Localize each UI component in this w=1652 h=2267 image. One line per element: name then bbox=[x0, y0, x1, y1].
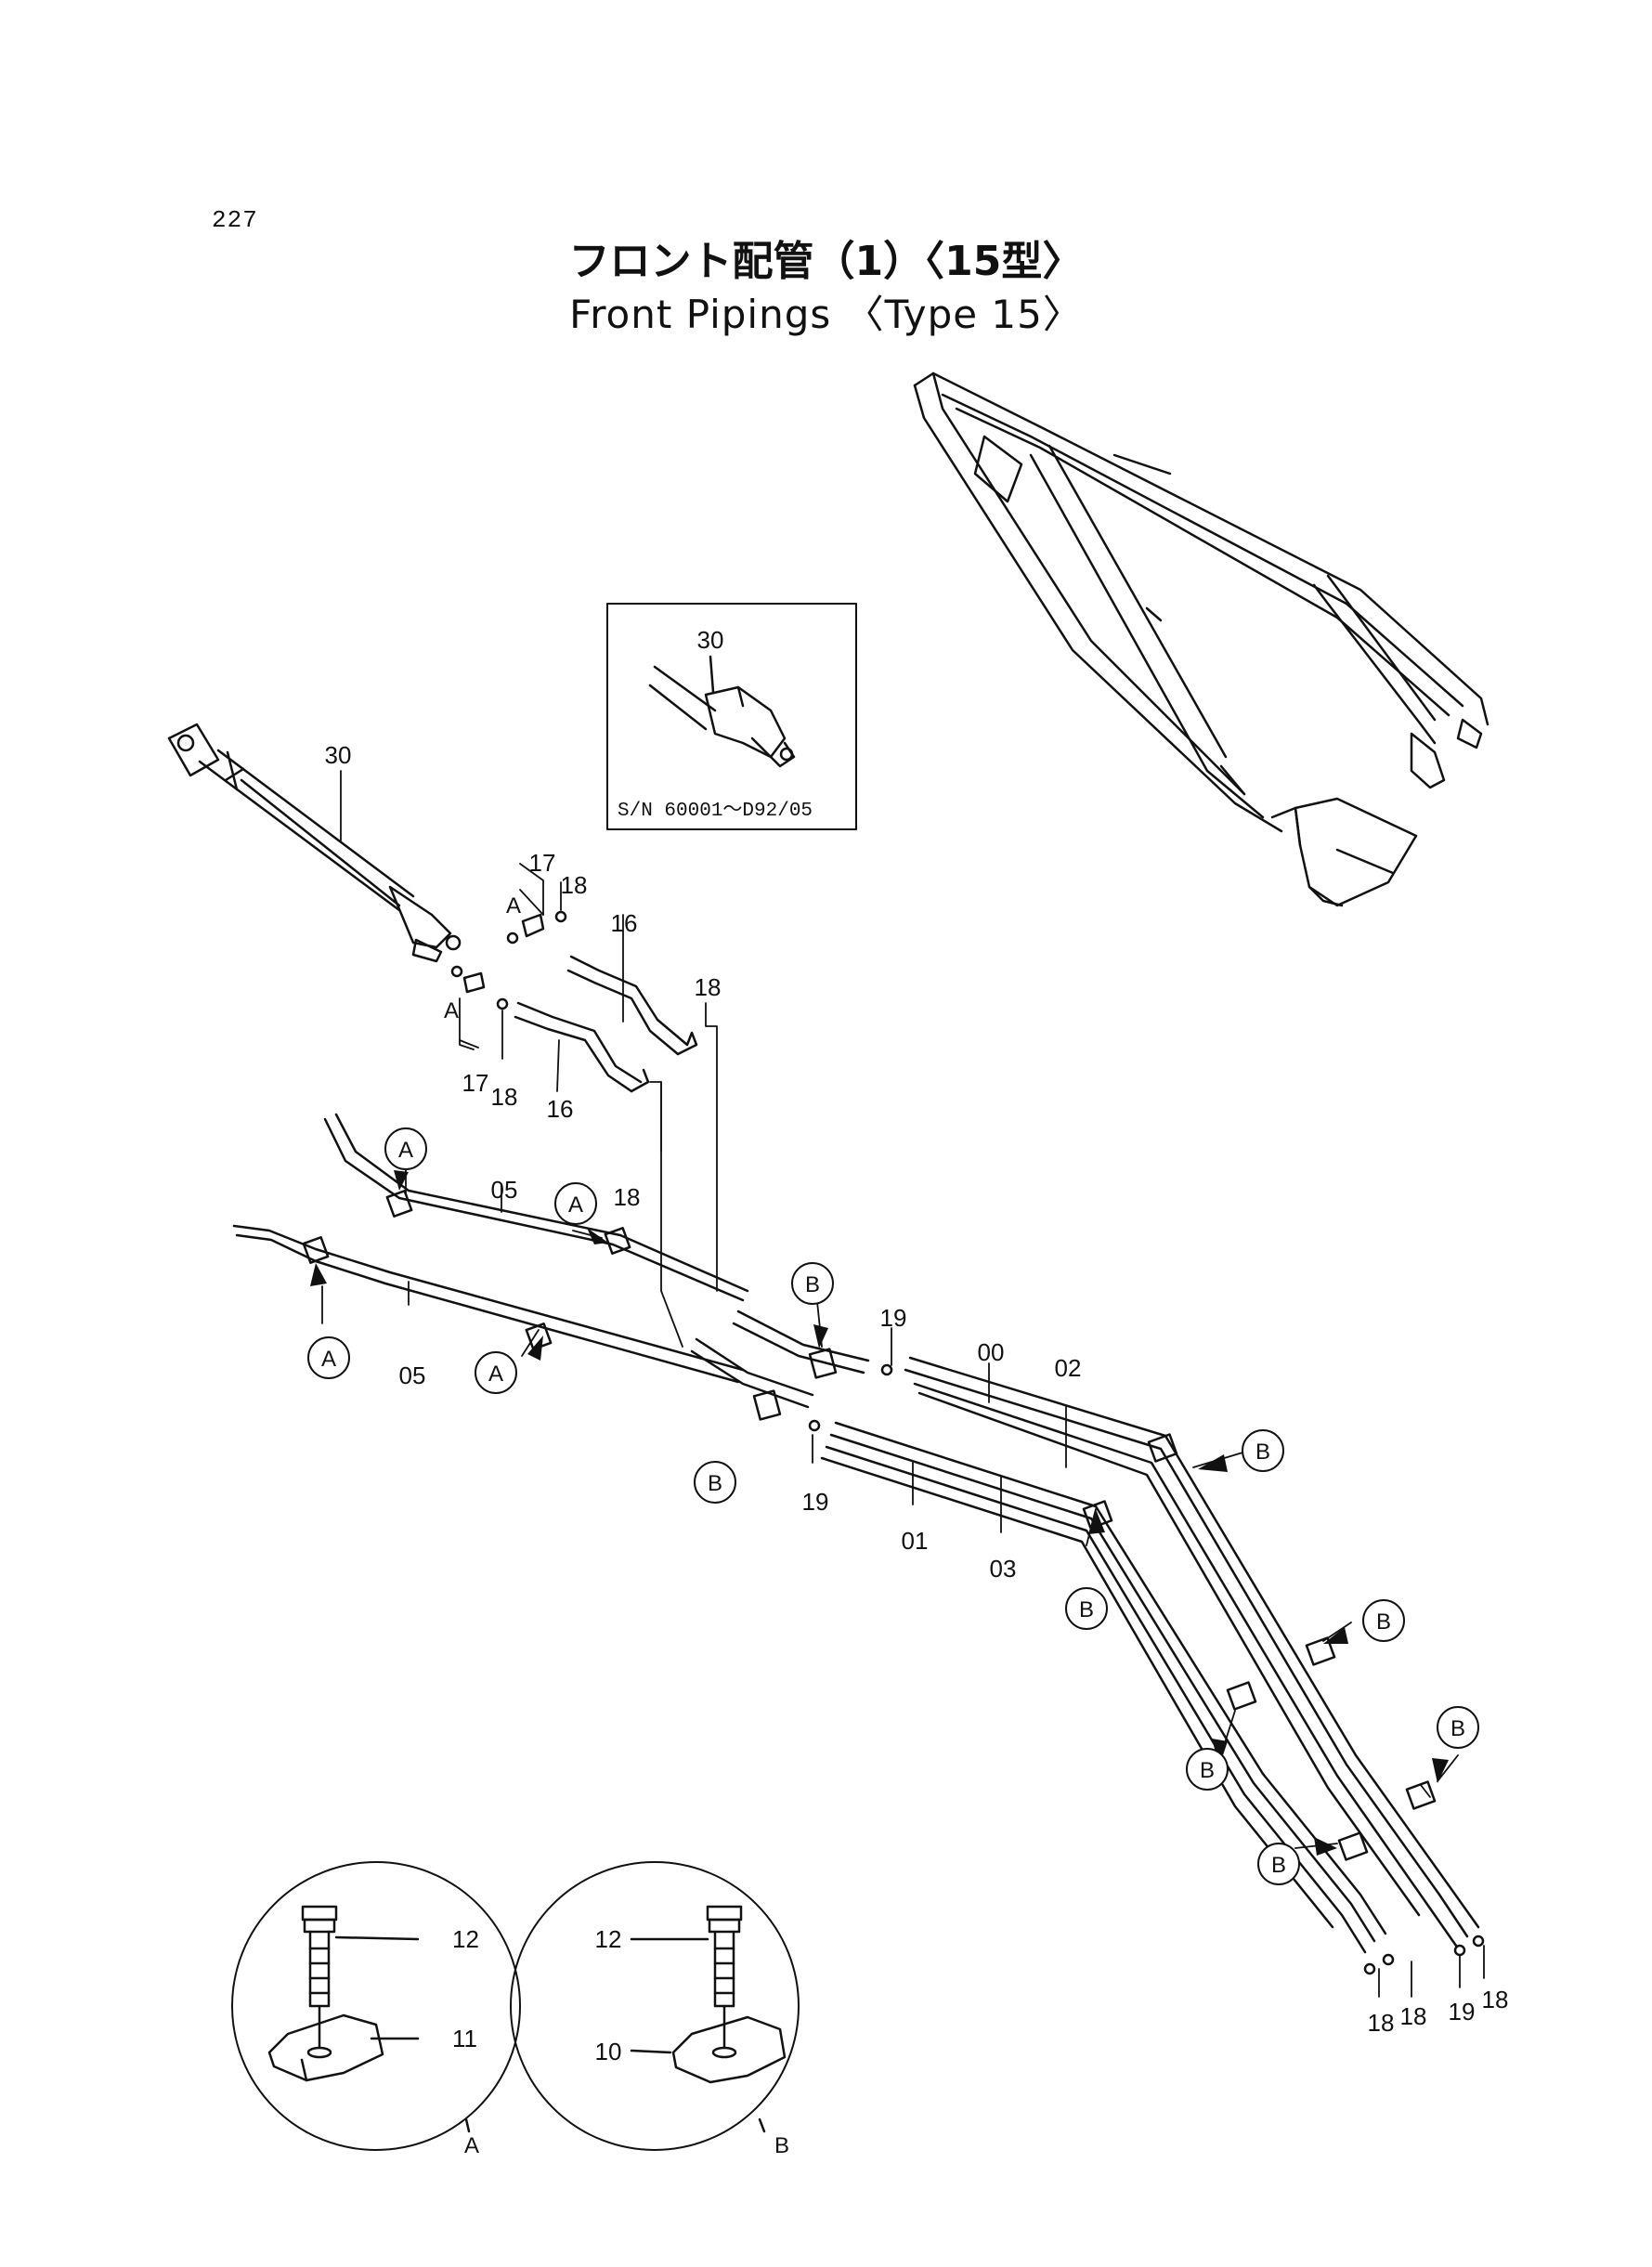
inset-part-label: 30 bbox=[697, 626, 724, 654]
part-label-oring: 19 bbox=[880, 1304, 907, 1332]
title-japanese: フロント配管（1）〈15型〉 bbox=[568, 238, 1084, 285]
part-label-oring: 18 bbox=[1400, 2002, 1427, 2030]
callout-letter-b: B bbox=[1200, 1758, 1215, 1783]
fitting-letter-a: A bbox=[506, 893, 521, 919]
main-pipe-bundle bbox=[690, 1309, 1485, 1975]
inset-serial-label: S/N 60001～D92/05 bbox=[618, 801, 813, 822]
detail-circle-a bbox=[231, 1861, 521, 2151]
callout-letter-b: B bbox=[1376, 1609, 1391, 1635]
callout-letter-a: A bbox=[398, 1138, 413, 1163]
part-label-adapter: 17 bbox=[529, 849, 556, 877]
part-label-oring: 18 bbox=[1368, 2009, 1395, 2037]
callout-letter-b: B bbox=[1255, 1440, 1270, 1465]
callout-letter-b: B bbox=[1079, 1597, 1094, 1622]
cylinder-assembly bbox=[167, 723, 462, 963]
part-label-oring: 19 bbox=[802, 1488, 829, 1516]
callout-letter-b: B bbox=[708, 1471, 722, 1496]
part-label-oring: 18 bbox=[695, 973, 722, 1001]
part-label-oring: 18 bbox=[561, 871, 588, 899]
part-label-pipe: 05 bbox=[399, 1362, 426, 1389]
page-number: 227 bbox=[212, 206, 258, 234]
callout-letter-a: A bbox=[568, 1192, 583, 1218]
callout-letter-b: B bbox=[805, 1272, 820, 1297]
leader-lines bbox=[321, 770, 1485, 1998]
title-english: Front Pipings 〈Type 15〉 bbox=[569, 292, 1083, 337]
part-label-hose: 16 bbox=[611, 909, 638, 937]
part-label-oring: 19 bbox=[1449, 1998, 1476, 2026]
detail-circle-b bbox=[510, 1861, 800, 2151]
detail-a-letter: A bbox=[464, 2133, 479, 2158]
callout-circles bbox=[307, 1127, 1479, 1885]
part-label-pipe: 02 bbox=[1055, 1354, 1082, 1382]
pipes-05 bbox=[232, 1113, 749, 1384]
callout-letter-b: B bbox=[1271, 1853, 1286, 1878]
detail-a-clamp-label: 11 bbox=[452, 2025, 477, 2052]
detail-b-letter: B bbox=[774, 2133, 789, 2158]
fitting-letter-a: A bbox=[444, 998, 459, 1023]
detail-b-clamp-label: 10 bbox=[595, 2038, 622, 2065]
detail-b-bolt-label: 12 bbox=[595, 1925, 622, 1953]
part-label-adapter: 17 bbox=[462, 1069, 489, 1097]
serial-inset-box bbox=[606, 603, 857, 830]
part-label-pipe: 01 bbox=[902, 1527, 929, 1555]
hoses-16 bbox=[514, 955, 698, 1093]
boom-arm-illustration bbox=[913, 371, 1489, 907]
part-label-oring: 18 bbox=[491, 1083, 518, 1111]
part-label-pipe: 00 bbox=[978, 1338, 1005, 1366]
part-label-oring: 18 bbox=[614, 1183, 641, 1211]
callout-letter-b: B bbox=[1450, 1716, 1465, 1741]
callout-letter-a: A bbox=[321, 1347, 336, 1372]
part-label-cylinder: 30 bbox=[325, 741, 352, 769]
fittings-group bbox=[450, 910, 567, 1010]
part-label-pipe: 03 bbox=[990, 1555, 1017, 1583]
part-label-hose: 16 bbox=[547, 1095, 574, 1123]
detail-a-bolt-label: 12 bbox=[452, 1925, 479, 1953]
part-label-oring: 18 bbox=[1482, 1986, 1509, 2013]
callout-letter-a: A bbox=[488, 1362, 503, 1387]
callout-arrows bbox=[310, 1170, 1449, 1856]
part-label-pipe: 05 bbox=[491, 1176, 518, 1204]
